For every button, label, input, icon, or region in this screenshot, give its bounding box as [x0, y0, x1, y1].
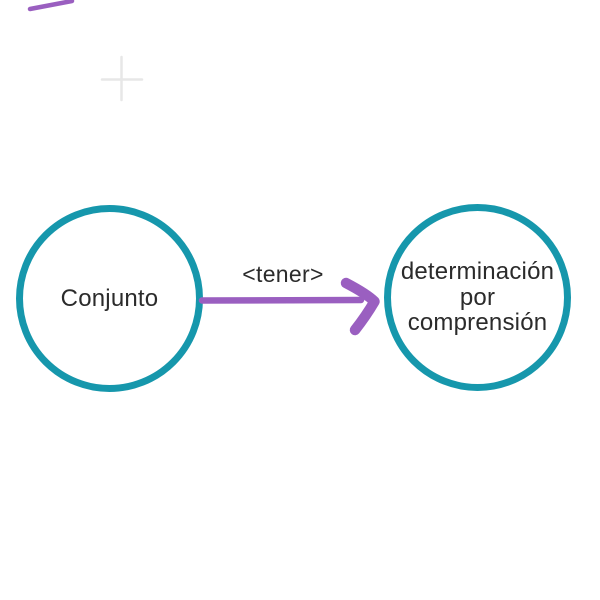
- edge-arrow: [198, 277, 380, 336]
- arrowhead-icon: [340, 277, 380, 336]
- node-conjunto: Conjunto: [16, 205, 203, 392]
- edge-label: <tener>: [242, 261, 324, 287]
- node-determinacion-line3: comprensión: [407, 309, 548, 337]
- node-determinacion-label: determinación por comprensión: [401, 259, 554, 336]
- node-determinacion-por-comprension: determinación por comprensión: [384, 204, 571, 391]
- node-conjunto-label: Conjunto: [60, 284, 159, 312]
- node-determinacion-line2: por: [459, 283, 496, 311]
- stray-marks: [27, 0, 144, 102]
- stray-stroke-icon: [27, 0, 75, 12]
- node-determinacion-line1: determinación: [400, 257, 555, 285]
- faint-cross-icon: [100, 55, 144, 102]
